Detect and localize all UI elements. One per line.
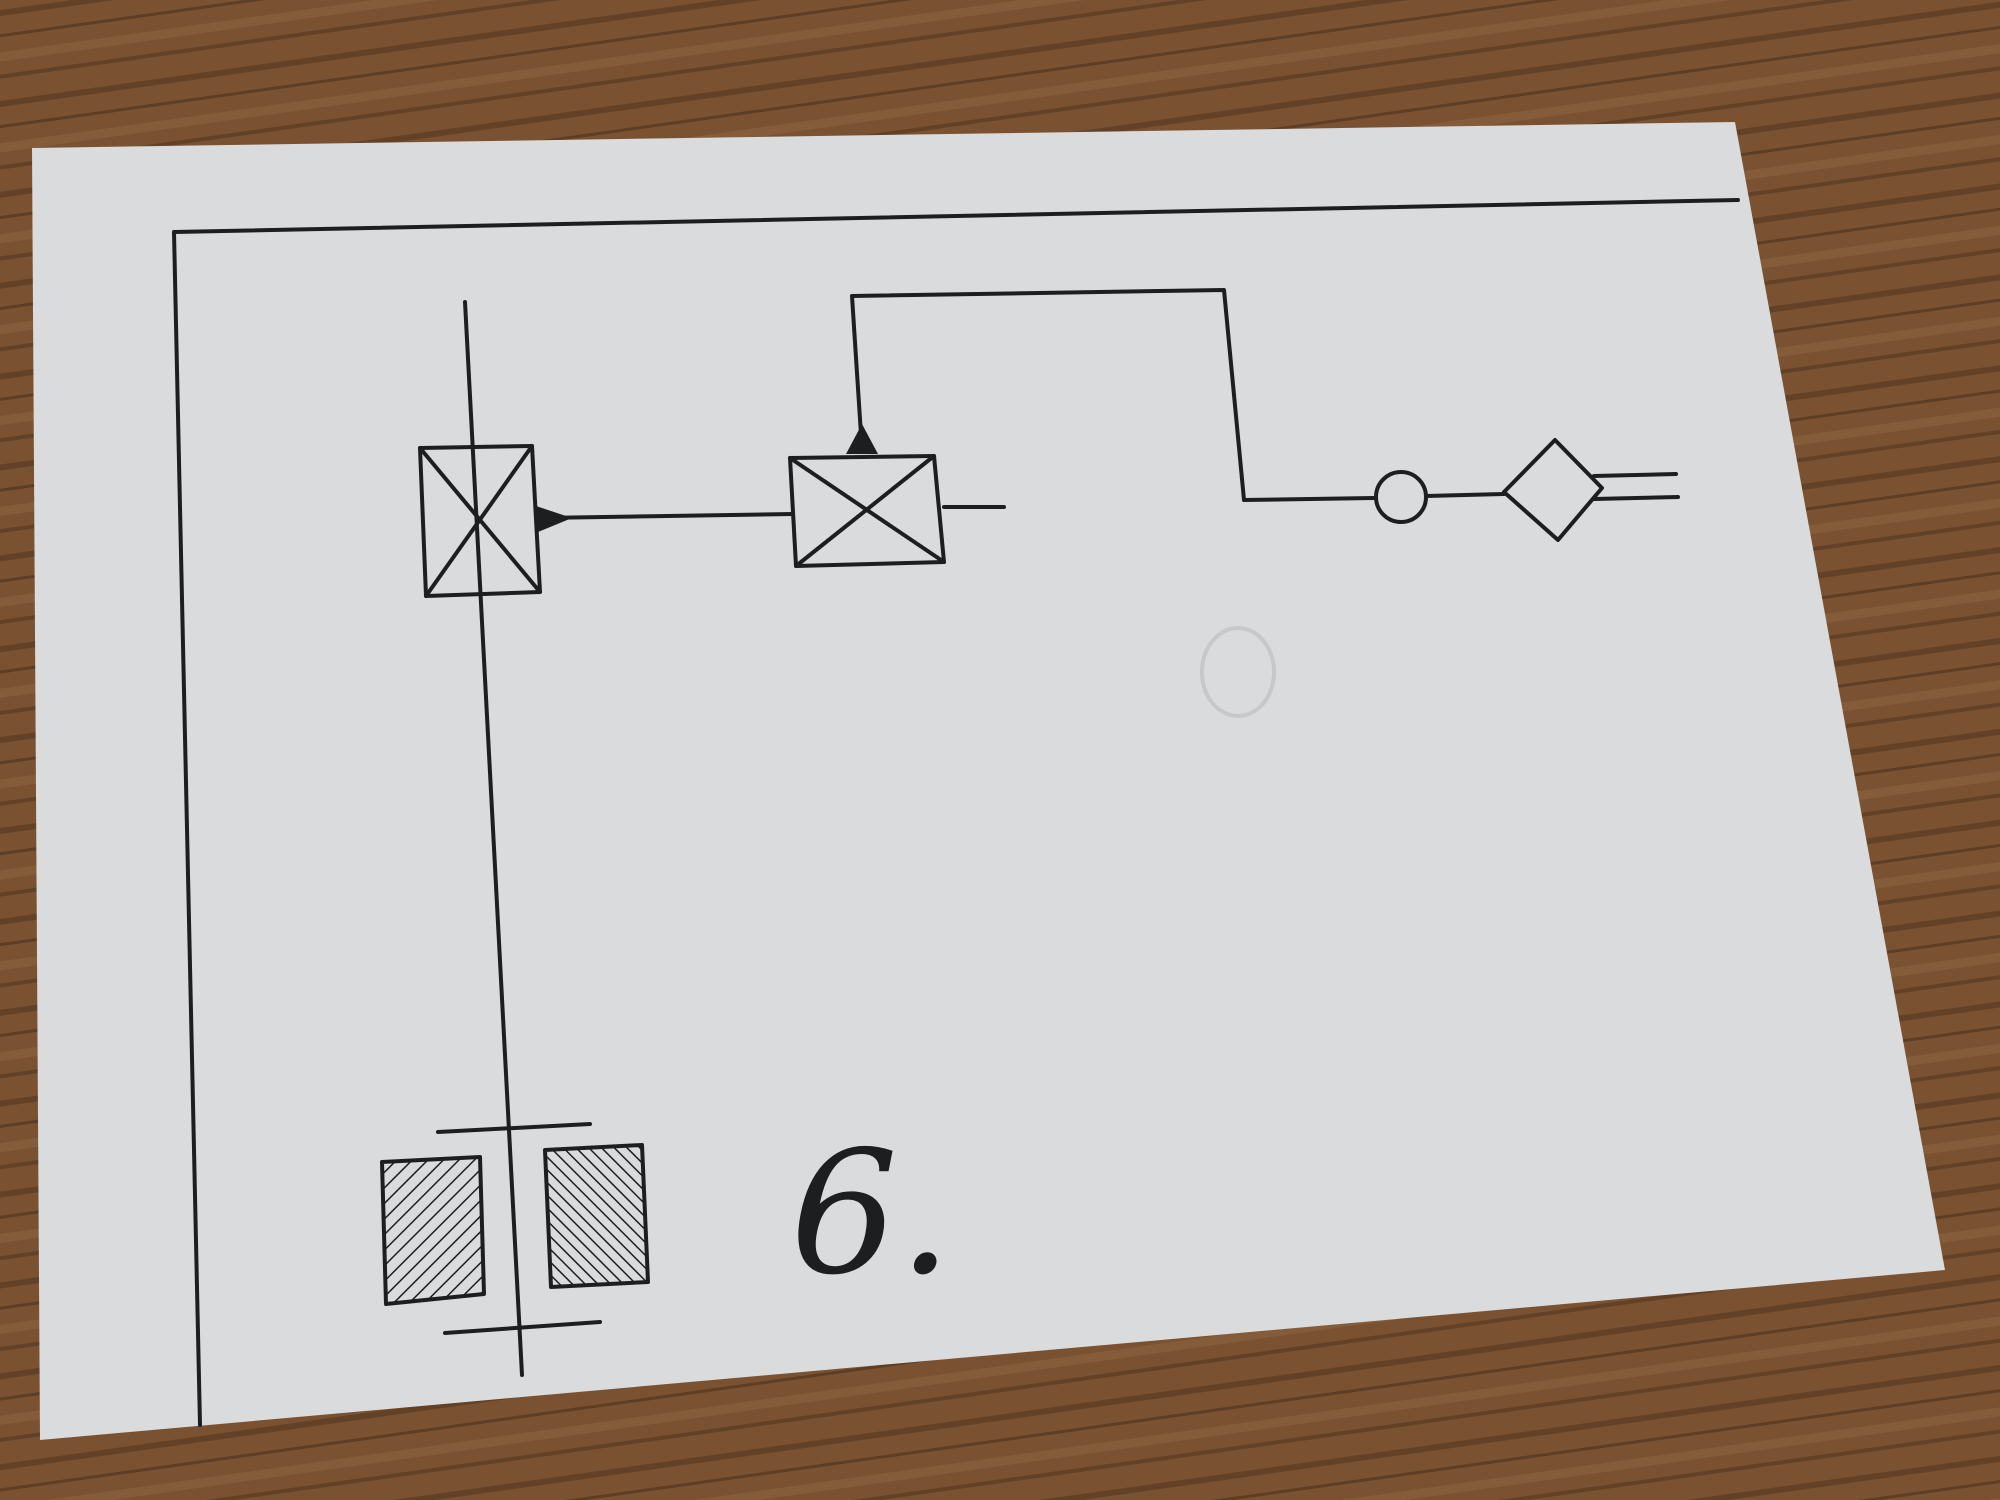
- frame-corner: [172, 198, 1740, 1427]
- hatched-block-left: [380, 1155, 486, 1306]
- connector-line-horizontal: [538, 512, 795, 520]
- hatched-block-right: [543, 1143, 650, 1289]
- paper-card: [32, 122, 1945, 1440]
- output-line-lower: [1592, 495, 1680, 501]
- hatched-blocks: [380, 1143, 650, 1306]
- crossed-box-left: [418, 444, 542, 598]
- bushing-top-line: [436, 1122, 592, 1134]
- bushing-bottom-line: [443, 1320, 602, 1335]
- vertical-shaft: [463, 300, 524, 1377]
- circle-diamond-link: [1424, 492, 1506, 498]
- handwritten-label: 6.: [790, 1115, 952, 1313]
- schematic-diagram: [172, 198, 1740, 1427]
- paper-indent-mark: [1200, 626, 1276, 718]
- diamond-connector: [1502, 438, 1604, 542]
- crossed-box-center: [788, 454, 946, 568]
- connector-line-upper: [850, 288, 1376, 502]
- output-line-upper: [1592, 472, 1678, 478]
